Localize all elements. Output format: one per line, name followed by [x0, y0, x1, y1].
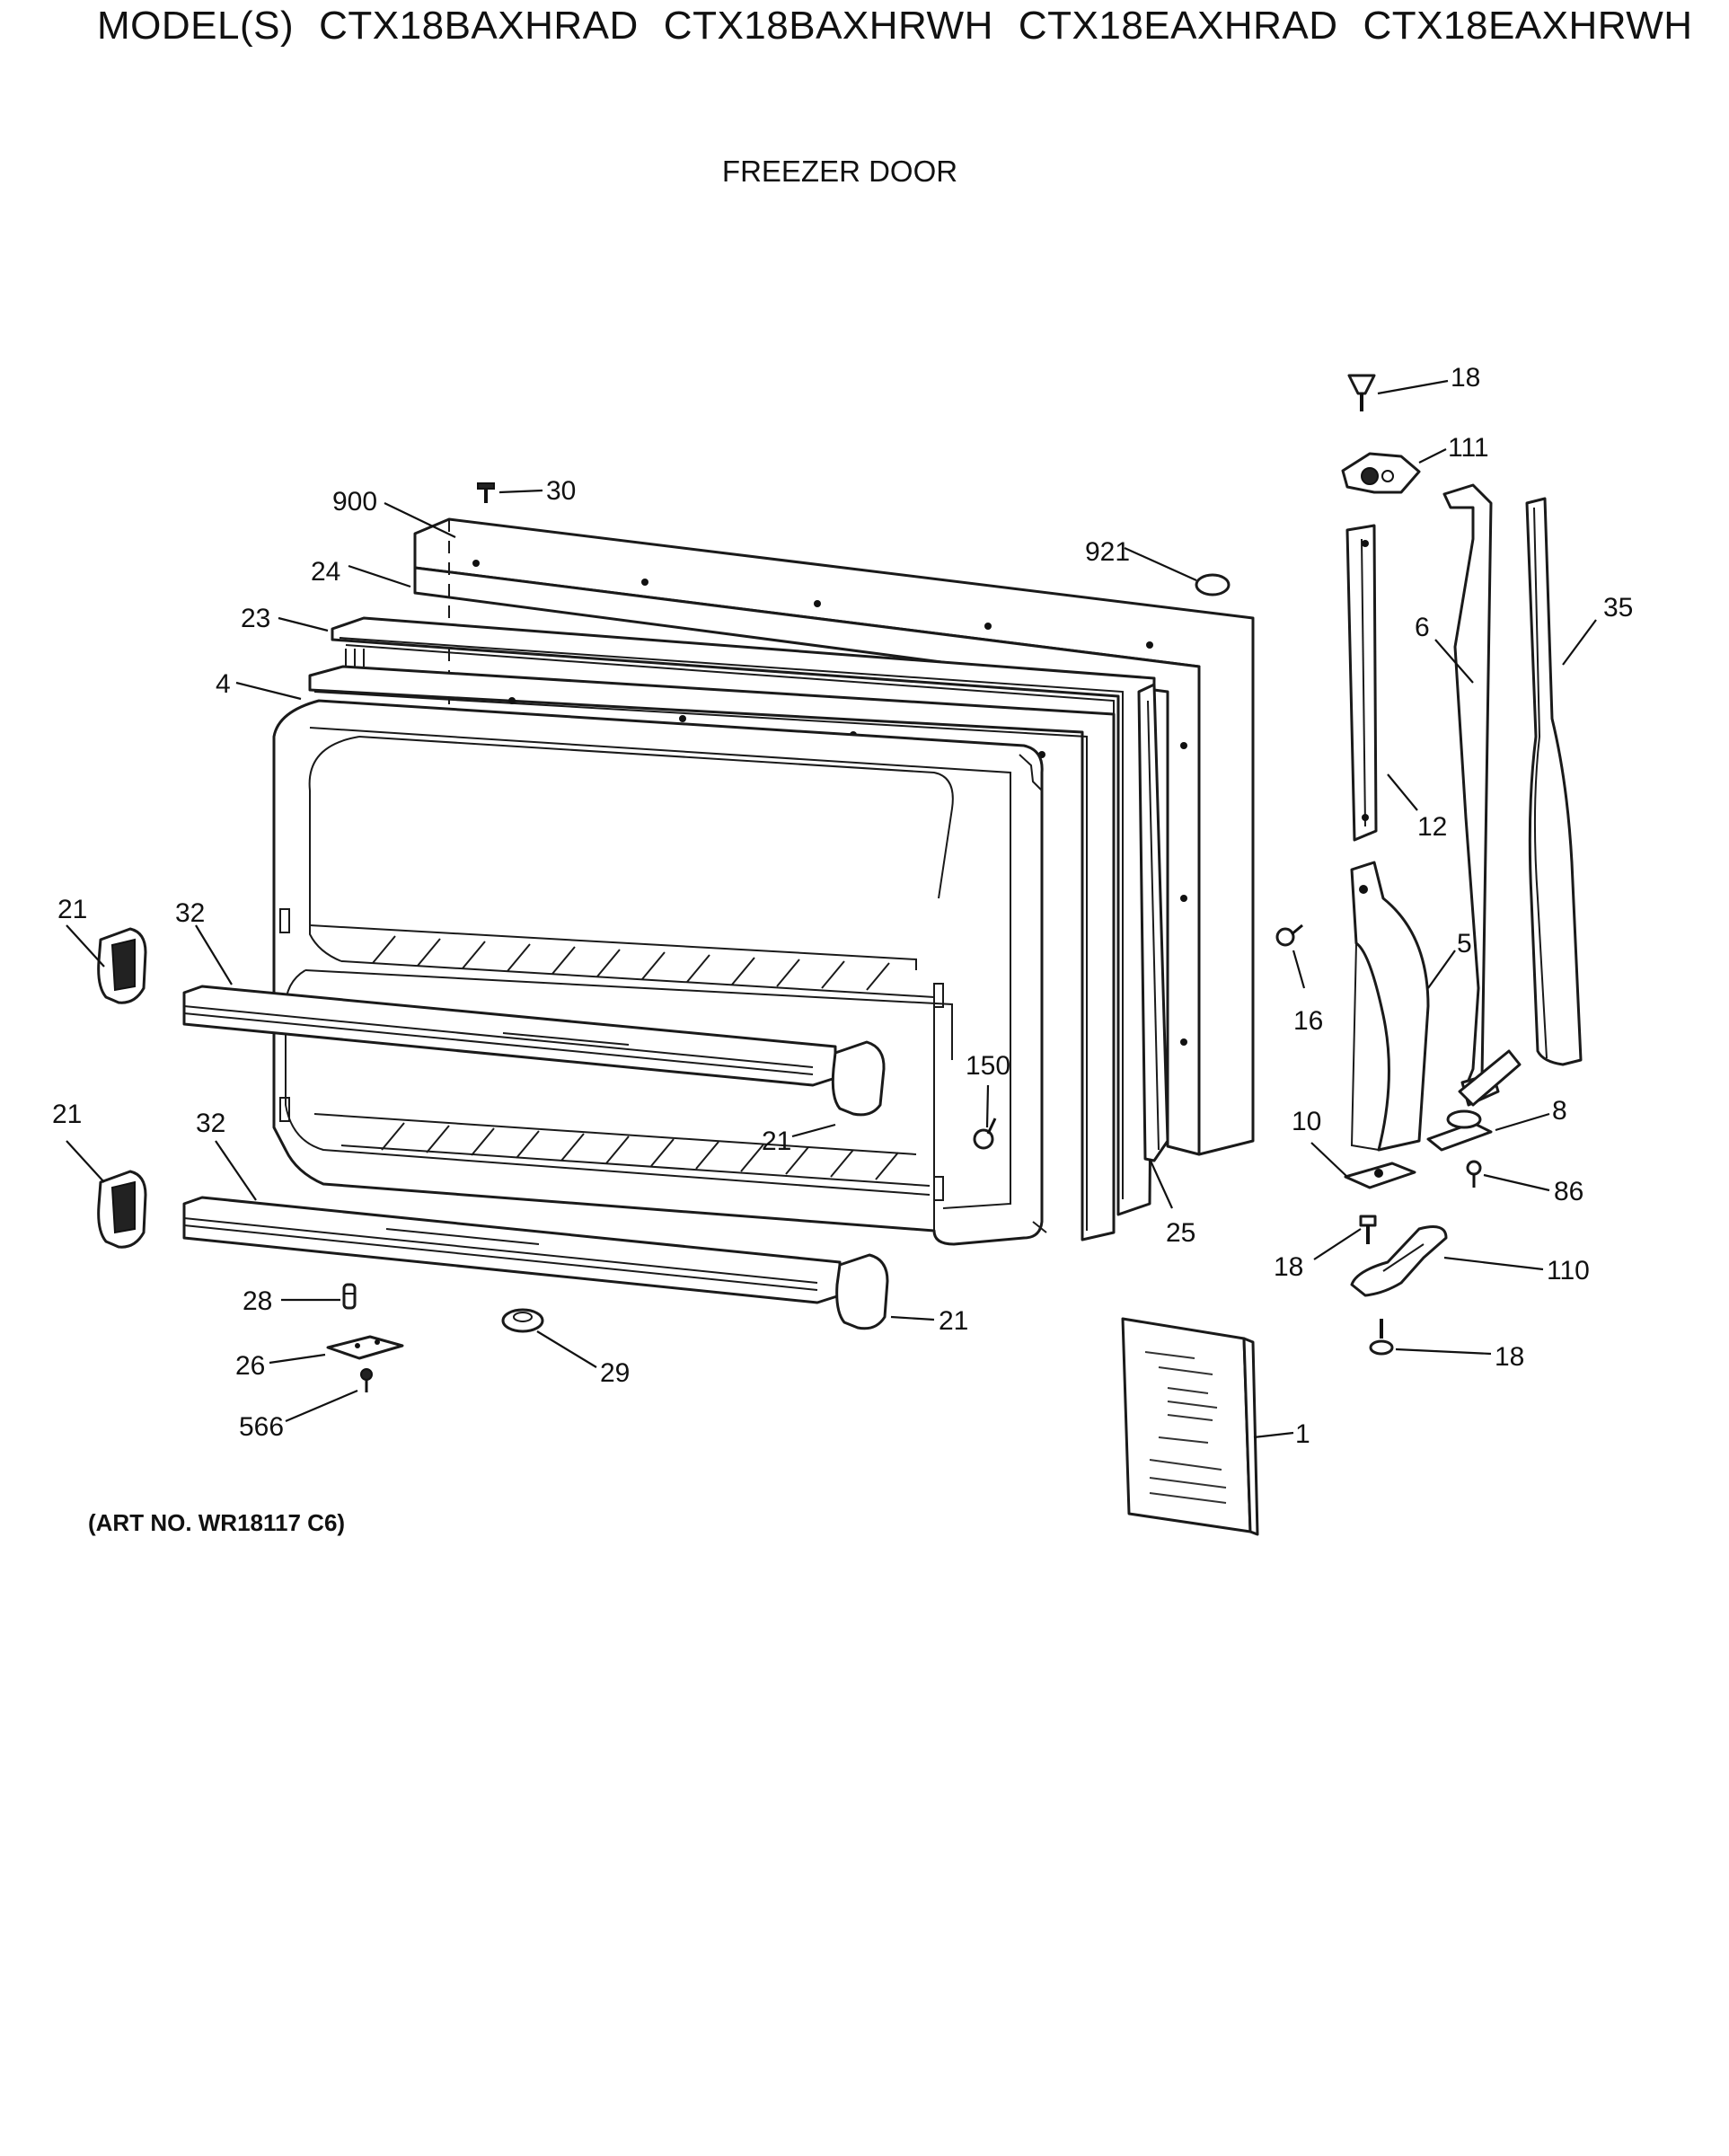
screw-30 [477, 482, 495, 503]
callout-1: 1 [1295, 1419, 1310, 1449]
screw-18-bottom [1369, 1319, 1394, 1356]
shelf-end-cap [97, 927, 147, 1004]
callout-111: 111 [1448, 433, 1489, 463]
model-prefix: MODEL(S) [97, 4, 295, 48]
callout-23: 23 [241, 604, 270, 633]
instruction-booklet [1121, 1317, 1259, 1536]
screw-86 [1466, 1160, 1482, 1188]
callout-25: 25 [1166, 1218, 1195, 1248]
breaker-frame [308, 665, 1116, 1241]
callout-10: 10 [1292, 1107, 1321, 1136]
callout-86: 86 [1554, 1177, 1583, 1206]
callout-21: 21 [939, 1306, 968, 1336]
callout-12: 12 [1417, 812, 1447, 842]
callout-24: 24 [311, 557, 340, 587]
bottom-hinge-110 [1350, 1225, 1448, 1297]
callout-32: 32 [175, 898, 205, 928]
callout-29: 29 [600, 1358, 630, 1388]
plug-921 [1195, 573, 1231, 596]
callout-6: 6 [1415, 613, 1430, 642]
section-title: FREEZER DOOR [721, 155, 958, 188]
callout-21: 21 [57, 895, 87, 924]
plate-26 [326, 1335, 404, 1360]
callout-4: 4 [216, 669, 231, 699]
bumper-29 [501, 1308, 544, 1333]
callout-32: 32 [196, 1109, 225, 1138]
screw-18-top [1347, 374, 1376, 411]
callout-5: 5 [1457, 929, 1472, 959]
callout-566: 566 [239, 1412, 284, 1442]
callout-21: 21 [52, 1100, 82, 1129]
callout-150: 150 [966, 1051, 1010, 1081]
callout-900: 900 [332, 487, 377, 517]
model-number: CTX18BAXHRAD [319, 4, 639, 48]
callout-18: 18 [1451, 363, 1480, 393]
shelf-end-cap [831, 1040, 886, 1117]
callout-18: 18 [1274, 1252, 1303, 1282]
callout-30: 30 [546, 476, 576, 506]
shelf-end-cap [97, 1170, 147, 1249]
screw-16 [1275, 923, 1303, 947]
model-number: CTX18EAXHRWH [1363, 4, 1693, 48]
callout-35: 35 [1603, 593, 1633, 623]
handle-trim-6 [1442, 483, 1522, 1107]
hinge-111 [1341, 452, 1421, 494]
hinge-cover-5 [1350, 861, 1430, 1152]
stud-28 [342, 1283, 357, 1310]
callout-110: 110 [1547, 1256, 1590, 1286]
side-gasket-strip [1137, 683, 1169, 1162]
callout-8: 8 [1552, 1096, 1567, 1126]
handle-35 [1525, 497, 1583, 1066]
page-title: MODEL(S) CTX18BAXHRAD CTX18BAXHRWH CTX18EAX… [97, 4, 1714, 49]
callout-21: 21 [762, 1127, 791, 1156]
door-liner [272, 699, 1047, 1246]
callout-16: 16 [1293, 1006, 1323, 1036]
leader-lines [66, 379, 1597, 1439]
hinge-bar-12 [1345, 524, 1378, 842]
screw-150 [973, 1118, 997, 1150]
callout-26: 26 [235, 1351, 265, 1381]
model-number: CTX18EAXHRAD [1018, 4, 1338, 48]
callout-18: 18 [1495, 1342, 1524, 1372]
callout-921: 921 [1085, 537, 1130, 567]
art-number: (ART NO. WR18117 C6) [88, 1509, 346, 1536]
callout-28: 28 [243, 1286, 272, 1316]
screw-18-middle [1359, 1215, 1377, 1244]
shelf-end-cap [835, 1253, 889, 1330]
screw-566 [360, 1368, 373, 1392]
model-number: CTX18BAXHRWH [663, 4, 993, 48]
hinge-plate-8 [1426, 1109, 1493, 1152]
hinge-plate-10 [1344, 1162, 1416, 1189]
callout-labels: 900 30 24 23 4 921 18 111 35 6 12 21 32 … [52, 363, 1633, 1449]
